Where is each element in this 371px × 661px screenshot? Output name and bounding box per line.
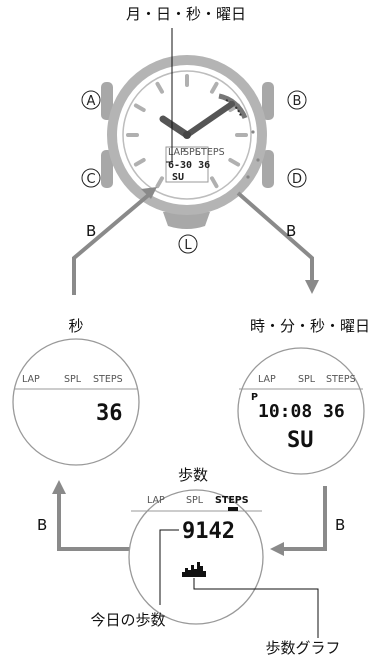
dial-dot bbox=[256, 158, 260, 162]
minute-hand bbox=[184, 101, 235, 138]
seconds-screen-bezel bbox=[12, 338, 140, 466]
arrowhead-up bbox=[52, 480, 66, 494]
today-steps-leader bbox=[159, 529, 179, 605]
arrow-time-to-steps bbox=[283, 486, 327, 551]
arrow-label-left: B bbox=[86, 222, 96, 240]
hour-marker bbox=[210, 81, 219, 94]
arrow-label-bottom-right: B bbox=[335, 516, 345, 534]
subdial-ticks bbox=[225, 99, 242, 117]
hour-hand bbox=[159, 115, 191, 139]
time-tab-spl: SPL bbox=[298, 374, 316, 385]
button-b-shape bbox=[262, 82, 274, 120]
watch-lcd-tab-spl: SPL bbox=[183, 147, 201, 158]
watch-lcd bbox=[165, 146, 209, 183]
steps-graph-bars bbox=[182, 562, 206, 577]
seconds-tab-spl: SPL bbox=[64, 374, 82, 385]
time-day: SU bbox=[287, 428, 314, 453]
arrow-seconds-to-watch bbox=[72, 191, 153, 295]
steps-tab-steps-active: STEPS bbox=[215, 495, 249, 506]
watch-lcd-tab-steps: STEPS bbox=[195, 147, 225, 158]
today-steps-label: 今日の歩数 bbox=[90, 611, 165, 629]
arrowhead-down bbox=[305, 280, 319, 294]
arrow-heads bbox=[52, 187, 319, 556]
dial-dot bbox=[246, 175, 250, 179]
svg-text:B: B bbox=[293, 94, 302, 109]
steps-tab-lap: LAP bbox=[147, 495, 165, 506]
time-screen-bezel bbox=[237, 347, 365, 475]
hour-marker bbox=[133, 103, 146, 112]
time-tab-lap: LAP bbox=[258, 374, 276, 385]
watch-lcd-tab-lap: LAP bbox=[168, 147, 186, 158]
button-l-shape bbox=[163, 212, 210, 229]
arrowhead-up-right bbox=[141, 187, 157, 199]
steps-graph-leader bbox=[193, 578, 319, 638]
svg-text:A: A bbox=[87, 94, 96, 109]
time-value: 10:08 36 bbox=[258, 401, 345, 422]
button-d-marker: D bbox=[287, 168, 307, 188]
button-c-marker: C bbox=[81, 168, 101, 188]
hand-pivot bbox=[183, 131, 191, 139]
seconds-tab-lap: LAP bbox=[22, 374, 40, 385]
arrow-steps-to-seconds bbox=[57, 491, 137, 551]
time-tab-steps: STEPS bbox=[326, 374, 356, 385]
hour-marker bbox=[155, 176, 164, 189]
seconds-tab-steps: STEPS bbox=[93, 374, 123, 385]
arrow-label-bottom-left: B bbox=[37, 516, 47, 534]
time-screen: LAP SPL STEPS P 10:08 36 SU bbox=[237, 347, 365, 475]
seconds-screen-title: 秒 bbox=[68, 317, 83, 335]
button-a-shape bbox=[101, 82, 113, 120]
svg-text:D: D bbox=[292, 172, 302, 187]
svg-text:C: C bbox=[86, 172, 95, 187]
dial-dot bbox=[251, 130, 255, 134]
arrowhead-left bbox=[270, 542, 284, 556]
button-l-marker: L bbox=[178, 234, 198, 254]
steps-active-indicator bbox=[228, 507, 238, 511]
steps-count: 9142 bbox=[182, 519, 235, 544]
svg-text:L: L bbox=[184, 238, 192, 253]
arrow-label-right: B bbox=[286, 222, 296, 240]
steps-screen-title: 歩数 bbox=[178, 466, 208, 484]
button-a-marker: A bbox=[81, 90, 101, 110]
hour-marker bbox=[210, 176, 219, 189]
arrow-watch-to-time bbox=[236, 191, 314, 282]
watch-lcd-line2: SU bbox=[172, 172, 184, 183]
watch-illustration: LAP SPL STEPS 6-30 36 SU bbox=[101, 55, 274, 229]
steps-screen-bezel bbox=[128, 489, 264, 625]
top-label: 月・日・秒・曜日 bbox=[126, 5, 246, 23]
time-screen-title: 時・分・秒・曜日 bbox=[250, 317, 370, 335]
steps-screen: LAP SPL STEPS 9142 bbox=[128, 489, 264, 625]
button-b-marker: B bbox=[287, 90, 307, 110]
steps-graph-label: 歩数グラフ bbox=[265, 639, 340, 657]
seconds-screen: LAP SPL STEPS 36 bbox=[12, 338, 140, 466]
watch-lcd-line1: 6-30 36 bbox=[168, 160, 210, 171]
time-pm-indicator: P bbox=[251, 392, 258, 403]
button-d-shape bbox=[262, 150, 274, 188]
steps-tab-spl: SPL bbox=[186, 495, 204, 506]
seconds-value: 36 bbox=[96, 401, 123, 426]
hour-marker bbox=[133, 158, 146, 167]
hour-marker bbox=[155, 81, 164, 94]
top-label-leader bbox=[166, 28, 173, 163]
flow-arrows bbox=[57, 191, 327, 551]
hour-marker bbox=[228, 158, 241, 167]
button-c-shape bbox=[101, 150, 113, 188]
